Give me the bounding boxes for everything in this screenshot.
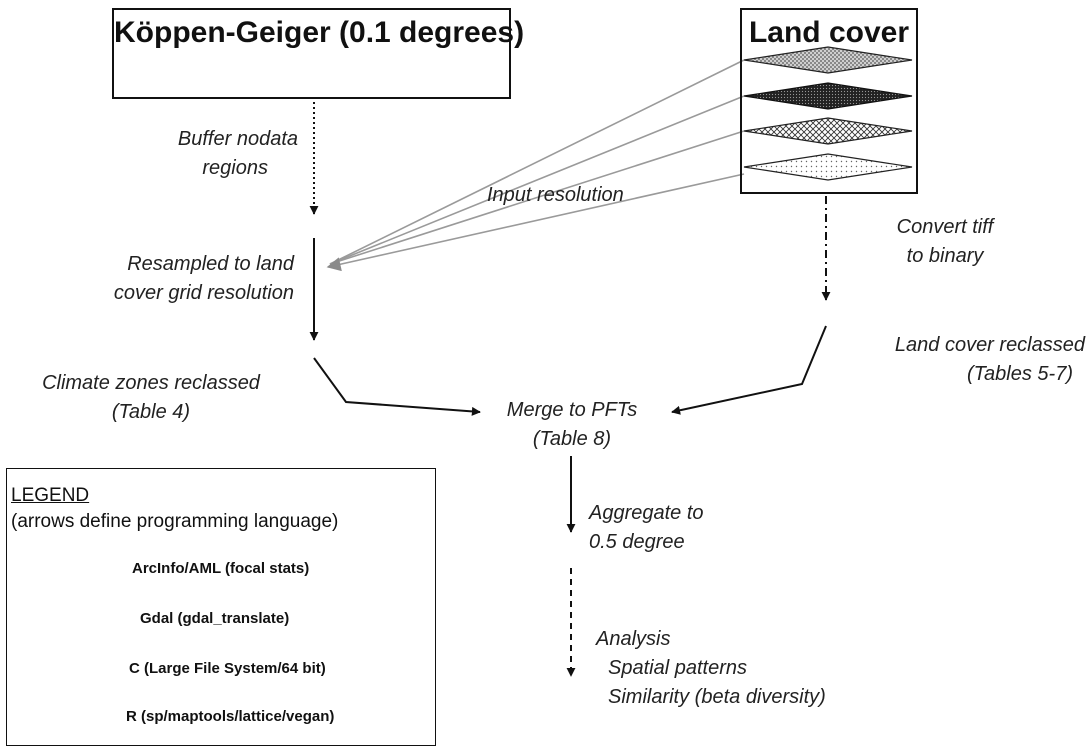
aggregate-label: Aggregate to 0.5 degree [589, 499, 704, 557]
buffer-nodata-line-1: Buffer nodata [177, 128, 298, 150]
landcover-reclassed-line-1: Land cover reclassed [894, 334, 1085, 356]
landcover-raster-diamond-3 [743, 117, 913, 145]
climate-zones-line-2: (Table 4) [111, 401, 191, 423]
legend-item-c: C (Large File System/64 bit) [129, 660, 326, 677]
analysis-line-1: Analysis [596, 628, 671, 650]
landcover-reclassed-label: Land cover reclassed (Tables 5-7) [840, 331, 1085, 389]
landcover-raster-diamond-4 [743, 153, 913, 181]
buffer-nodata-label: Buffer nodata regions [120, 125, 298, 183]
legend-item-arcinfo: ArcInfo/AML (focal stats) [132, 560, 310, 577]
aggregate-line-2: 0.5 degree [589, 531, 685, 553]
resolution-line-2 [329, 95, 745, 265]
koppen-geiger-box: Köppen-Geiger (0.1 degrees) [112, 8, 525, 99]
landcover-raster-diamond-2 [743, 82, 913, 110]
input-resolution-label: Input resolution [487, 184, 624, 206]
resolution-line-1 [329, 59, 745, 265]
arrow-landcover-to-merge [671, 325, 827, 415]
merge-pfts-line-2: (Table 8) [532, 428, 612, 450]
convert-tiff-line-1: Convert tiff [896, 216, 994, 238]
resampled-line-1: Resampled to land [127, 253, 294, 275]
landcover-raster-diamond-1 [743, 46, 913, 74]
analysis-line-2: Spatial patterns [608, 657, 747, 679]
resampled-label: Resampled to land cover grid resolution [40, 250, 294, 308]
landcover-box: Land cover [740, 8, 918, 194]
resolution-line-3 [329, 130, 745, 265]
legend-item-r: R (sp/maptools/lattice/vegan) [126, 708, 335, 725]
legend-item-gdal: Gdal (gdal_translate) [140, 610, 290, 627]
resampled-line-2: cover grid resolution [113, 282, 294, 304]
landcover-reclassed-line-2: (Tables 5-7) [967, 363, 1073, 385]
analysis-label: Analysis Spatial patterns Similarity (be… [596, 625, 826, 712]
buffer-nodata-line-2: regions [202, 157, 268, 179]
aggregate-line-1: Aggregate to [589, 502, 704, 524]
climate-zones-label: Climate zones reclassed (Table 4) [26, 369, 276, 427]
koppen-geiger-title: Köppen-Geiger (0.1 degrees) [114, 16, 525, 49]
legend-subheading: (arrows define programming language) [11, 511, 339, 532]
analysis-line-3: Similarity (beta diversity) [608, 686, 826, 708]
climate-zones-line-1: Climate zones reclassed [42, 372, 260, 394]
landcover-title: Land cover [748, 16, 910, 49]
convert-tiff-line-2: to binary [906, 245, 984, 267]
legend-heading: LEGEND [11, 485, 90, 506]
convert-tiff-label: Convert tiff to binary [880, 213, 1010, 271]
legend-box: LEGEND (arrows define programming langua… [6, 468, 436, 746]
merge-pfts-label: Merge to PFTs (Table 8) [482, 396, 662, 454]
merge-pfts-line-1: Merge to PFTs [506, 399, 638, 421]
arrow-climate-to-merge [313, 357, 481, 416]
resolution-line-4 [326, 173, 745, 272]
